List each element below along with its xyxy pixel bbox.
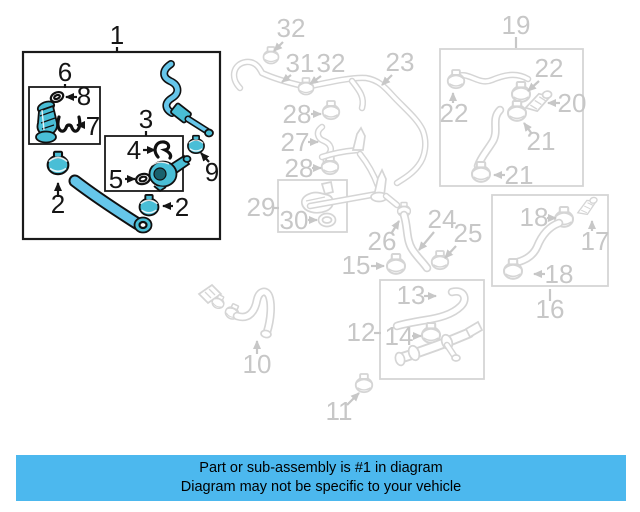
callout-label-27[interactable]: 27 xyxy=(281,127,310,157)
part-2-clamp-left[interactable] xyxy=(46,150,70,176)
part-1-main-hose[interactable] xyxy=(68,174,153,234)
callout-arrow-32b xyxy=(309,75,322,85)
callout-label-31[interactable]: 31 xyxy=(286,48,315,78)
part-8-oring[interactable] xyxy=(49,90,65,104)
banner-line-2: Diagram may not be specific to your vehi… xyxy=(180,479,462,495)
callout-label-7[interactable]: 7 xyxy=(86,111,100,141)
part-9-clamp[interactable] xyxy=(187,134,205,155)
part-23-hose[interactable] xyxy=(302,74,429,187)
callout-label-19[interactable]: 19 xyxy=(502,10,531,40)
status-banner: Part or sub-assembly is #1 in diagram Di… xyxy=(16,455,626,501)
group-box-29 xyxy=(277,179,348,233)
callout-label-28b[interactable]: 28 xyxy=(285,153,314,183)
callout-label-29[interactable]: 29 xyxy=(247,192,276,222)
part-6-elbow-fitting[interactable] xyxy=(35,99,59,144)
part-21-clamp-a[interactable] xyxy=(506,99,528,122)
callout-label-18a[interactable]: 18 xyxy=(520,202,549,232)
callout-arrow-11 xyxy=(346,392,360,406)
callout-label-32a[interactable]: 32 xyxy=(277,13,306,43)
callout-label-6[interactable]: 6 xyxy=(58,57,72,87)
part-7-clip[interactable] xyxy=(56,115,82,133)
part-22-clamp-b[interactable] xyxy=(510,80,532,103)
highlighted-assembly-1[interactable] xyxy=(21,50,222,241)
callout-label-16[interactable]: 16 xyxy=(536,294,565,324)
part-16-hose[interactable] xyxy=(513,218,564,267)
callout-label-14[interactable]: 14 xyxy=(385,321,414,351)
part-17-fitting[interactable] xyxy=(574,195,601,218)
callout-label-8[interactable]: 8 xyxy=(77,81,91,111)
part-11-clamp[interactable] xyxy=(354,373,374,394)
banner-line-1: Part or sub-assembly is #1 in diagram xyxy=(199,460,443,476)
part-12-pipe-assembly[interactable] xyxy=(394,320,484,367)
callout-label-28a[interactable]: 28 xyxy=(283,99,312,129)
callout-label-25[interactable]: 25 xyxy=(454,218,483,248)
callout-label-22a[interactable]: 22 xyxy=(440,98,469,128)
callout-label-11[interactable]: 11 xyxy=(326,396,353,426)
part-3-pump[interactable] xyxy=(148,154,192,193)
callout-label-26[interactable]: 26 xyxy=(368,226,397,256)
callout-label-4[interactable]: 4 xyxy=(127,135,141,165)
callout-label-21b[interactable]: 21 xyxy=(505,160,534,190)
part-19-hose-s[interactable] xyxy=(473,105,505,171)
part-19-hose-top[interactable] xyxy=(452,71,532,85)
callout-label-2a[interactable]: 2 xyxy=(51,189,65,219)
part-28-clamp-a[interactable] xyxy=(321,100,341,121)
callout-label-32b[interactable]: 32 xyxy=(317,48,346,78)
callout-label-12[interactable]: 12 xyxy=(347,317,376,347)
callout-arrow-31 xyxy=(281,73,292,83)
callout-label-21a[interactable]: 21 xyxy=(527,126,556,156)
group-box-1 xyxy=(21,50,222,241)
callout-arrow-21a xyxy=(523,122,533,135)
callout-label-10[interactable]: 10 xyxy=(243,349,272,379)
gray-diagram xyxy=(197,46,609,394)
part-25-clamp[interactable] xyxy=(430,250,450,271)
group-box-16 xyxy=(491,194,609,287)
callout-label-5[interactable]: 5 xyxy=(109,164,123,194)
callout-label-3[interactable]: 3 xyxy=(139,104,153,134)
part-10-hose-assembly[interactable] xyxy=(197,283,275,339)
center-pipe-assembly[interactable] xyxy=(306,126,401,210)
part-24-hose[interactable] xyxy=(399,210,432,273)
callout-arrow-26 xyxy=(390,220,400,235)
callout-arrow-9 xyxy=(200,152,210,163)
callout-label-18b[interactable]: 18 xyxy=(545,259,574,289)
part-4-clip[interactable] xyxy=(153,140,173,160)
callout-arrow-22b xyxy=(527,80,540,92)
callout-label-20[interactable]: 20 xyxy=(558,88,587,118)
callout-arrow-32a xyxy=(273,41,284,52)
callout-label-24[interactable]: 24 xyxy=(428,204,457,234)
callout-label-23[interactable]: 23 xyxy=(386,47,415,77)
part-15-clamp[interactable] xyxy=(385,252,407,275)
callout-label-30[interactable]: 30 xyxy=(280,205,309,235)
callout-label-15[interactable]: 15 xyxy=(342,250,371,280)
callout-label-2b[interactable]: 2 xyxy=(175,192,189,222)
callout-label-22b[interactable]: 22 xyxy=(535,53,564,83)
group-box-12 xyxy=(379,279,485,380)
callout-label-1[interactable]: 1 xyxy=(110,20,124,50)
part-1-zigzag-hose[interactable] xyxy=(160,60,214,138)
part-32-clamp-b[interactable] xyxy=(297,77,315,96)
callout-arrow-24 xyxy=(418,231,435,251)
callout-arrow-25 xyxy=(444,245,457,259)
part-2-clamp-right[interactable] xyxy=(138,193,160,217)
part-13-hose[interactable] xyxy=(392,287,469,331)
callout-label-17[interactable]: 17 xyxy=(581,226,610,256)
group-box-19 xyxy=(439,48,584,187)
part-30-oring[interactable] xyxy=(317,212,337,228)
callout-label-9[interactable]: 9 xyxy=(205,157,219,187)
callout-label-13[interactable]: 13 xyxy=(397,280,426,310)
callout-arrow-23 xyxy=(381,74,393,86)
